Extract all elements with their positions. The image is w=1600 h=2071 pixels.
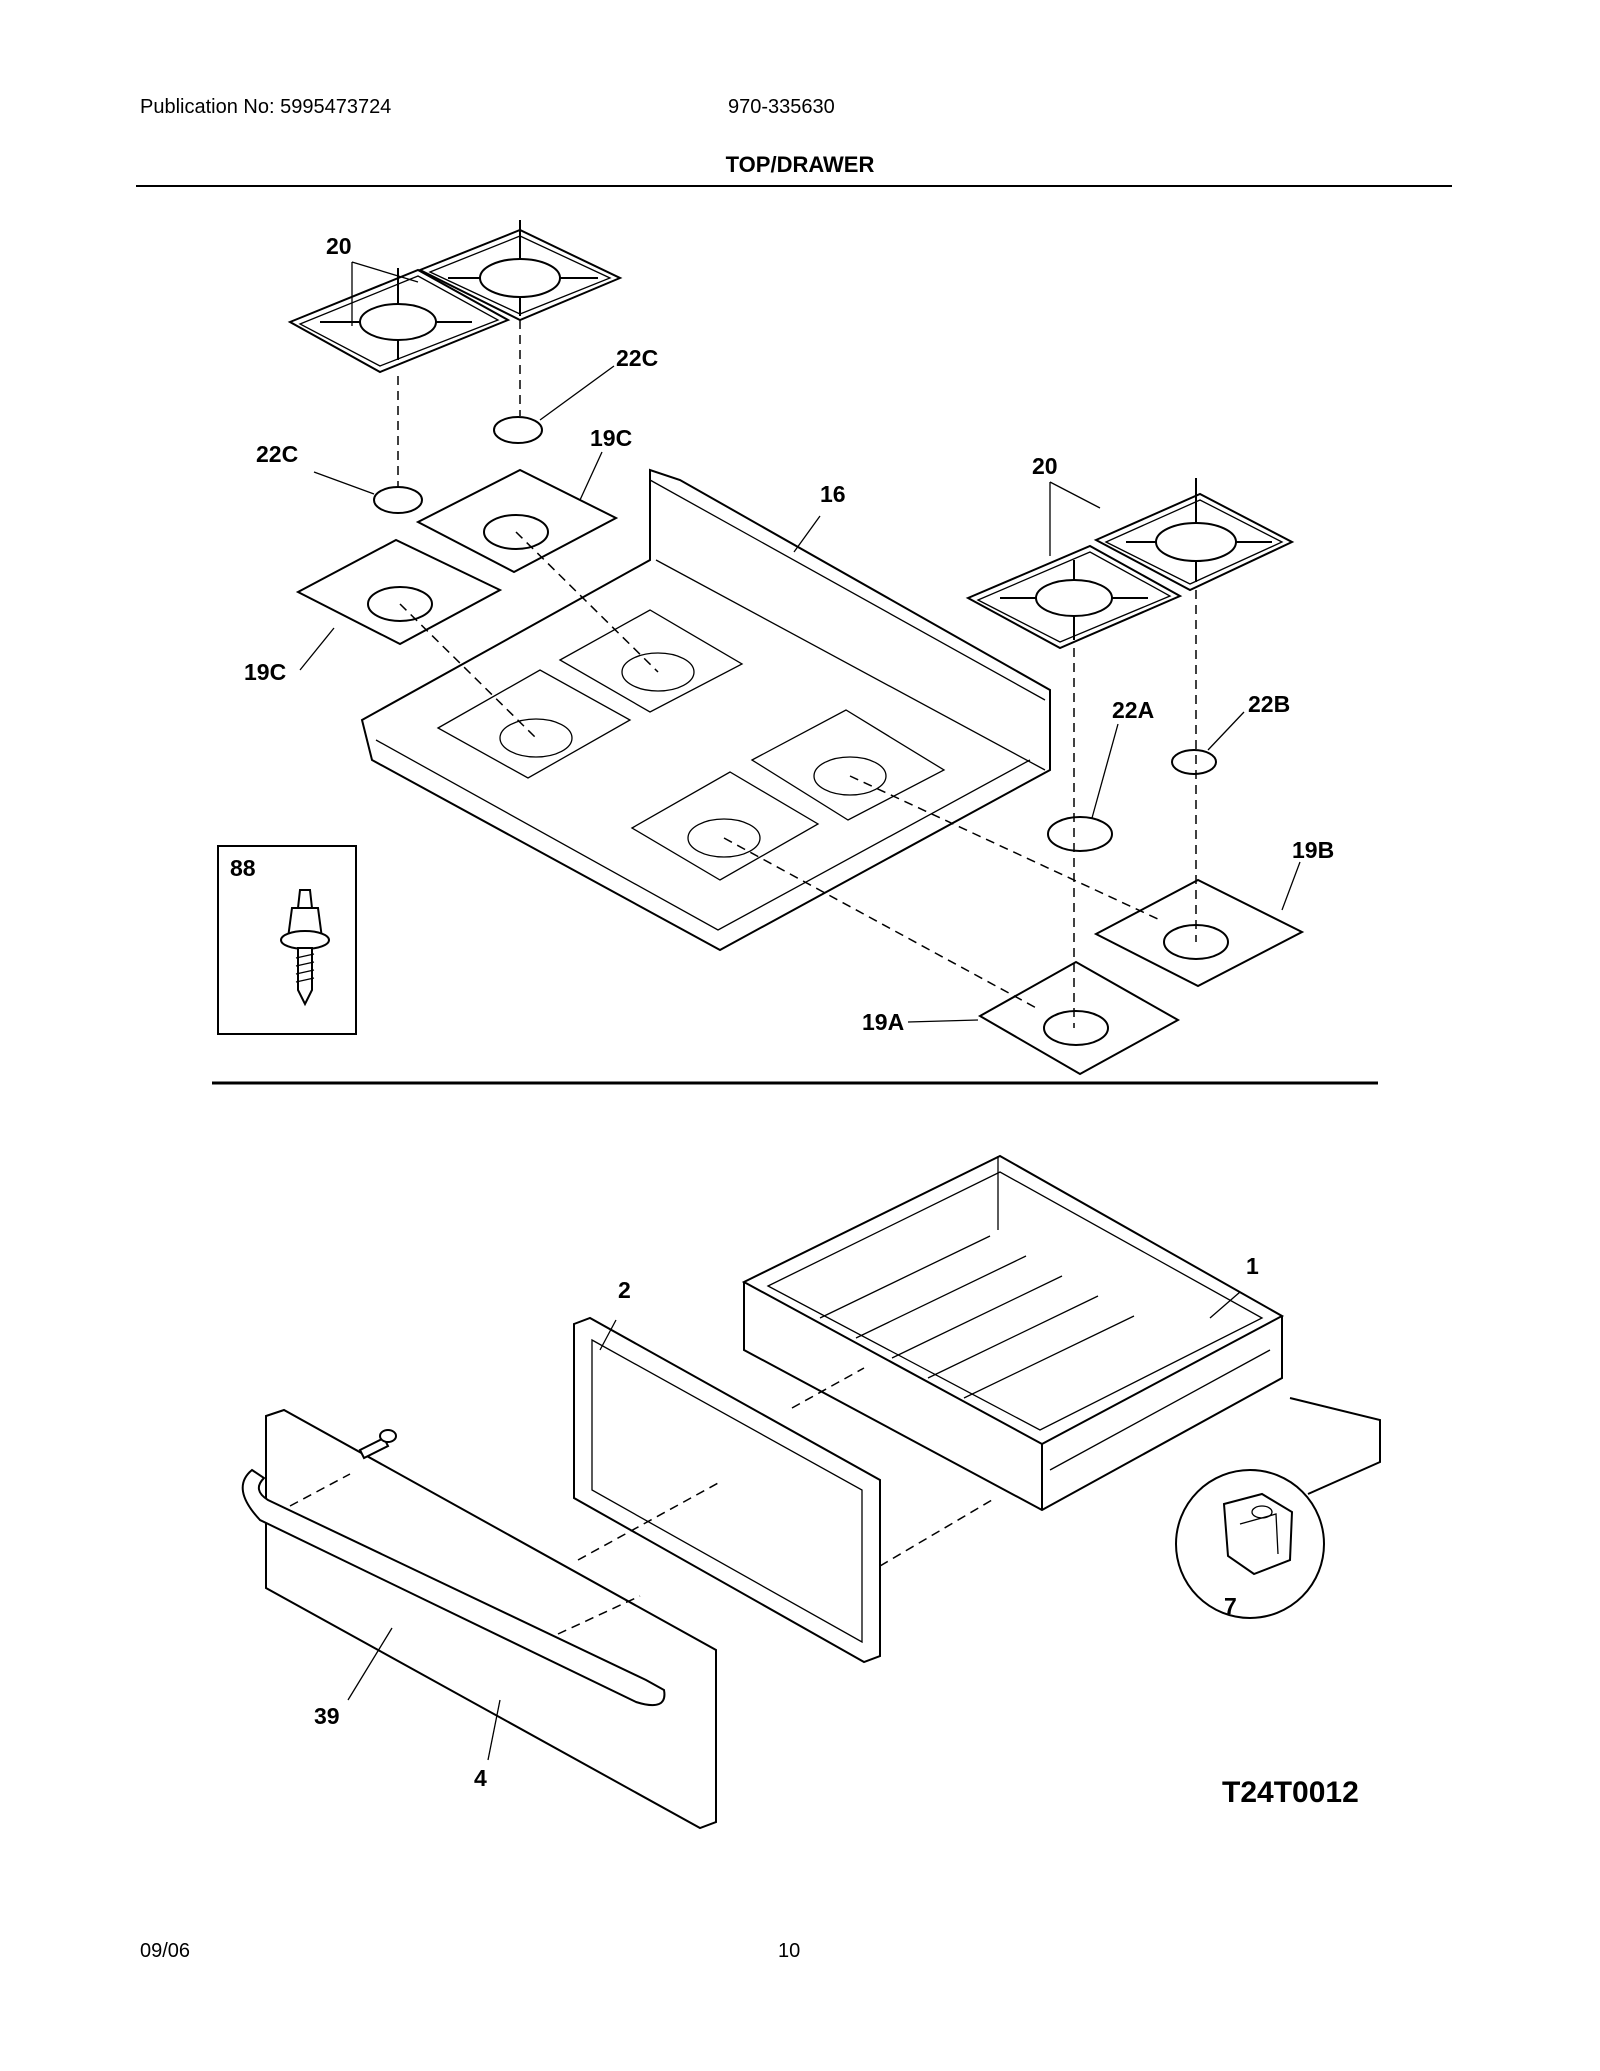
callout-88: 88 [230,855,256,881]
burner-cap-22c-left [373,486,423,514]
front-screw [358,1429,397,1460]
callout-4: 4 [474,1765,487,1791]
clip-inset [1175,1397,1381,1619]
callout-1: 1 [1246,1253,1259,1279]
callout-19c-lower: 19C [244,659,286,685]
alignment-lines-bottom [289,1367,993,1635]
callout-39: 39 [314,1703,340,1729]
drip-pan-19a [977,960,1181,1076]
burner-cap-22a [1047,816,1113,852]
alignment-lines-top [397,320,1197,1028]
footer-date: 09/06 [140,1940,191,1962]
drip-pan-19c-lower [295,538,503,646]
drawer-handle [241,1468,666,1706]
model-number: 970-335630 [728,96,835,118]
callout-16: 16 [820,481,846,507]
callout-7: 7 [1224,1593,1237,1619]
callout-2: 2 [618,1277,631,1303]
publication-number: Publication No: 5995473724 [140,96,392,118]
diagram-code: T24T0012 [1222,1776,1359,1809]
callout-20-left: 20 [326,233,352,259]
drip-pan-19b [1093,878,1305,988]
screw-inset [217,845,357,1035]
burner-cap-22c-upper [493,416,543,444]
burner-grate-left-pair [287,220,623,374]
callout-22c-left: 22C [256,441,298,467]
callout-22b: 22B [1248,691,1290,717]
header-divider [136,185,1452,187]
leader-lines-bottom [347,1291,1241,1761]
drawer-body [741,1154,1285,1512]
burner-cap-22b [1171,749,1217,775]
drawer-liner-panel [573,1316,881,1664]
callout-22c-upper: 22C [616,345,658,371]
leader-lines-top [299,261,1301,1023]
callout-19c-upper: 19C [590,425,632,451]
callout-22a: 22A [1112,697,1154,723]
burner-grate-right-pair [965,478,1295,650]
callout-20-right: 20 [1032,453,1058,479]
callout-19b: 19B [1292,837,1334,863]
cooktop-main-top [360,468,1051,952]
footer-page-number: 10 [778,1940,801,1962]
drip-pan-19c-upper [415,468,619,574]
callout-19a: 19A [862,1009,904,1035]
page-title: TOP/DRAWER [725,152,875,177]
